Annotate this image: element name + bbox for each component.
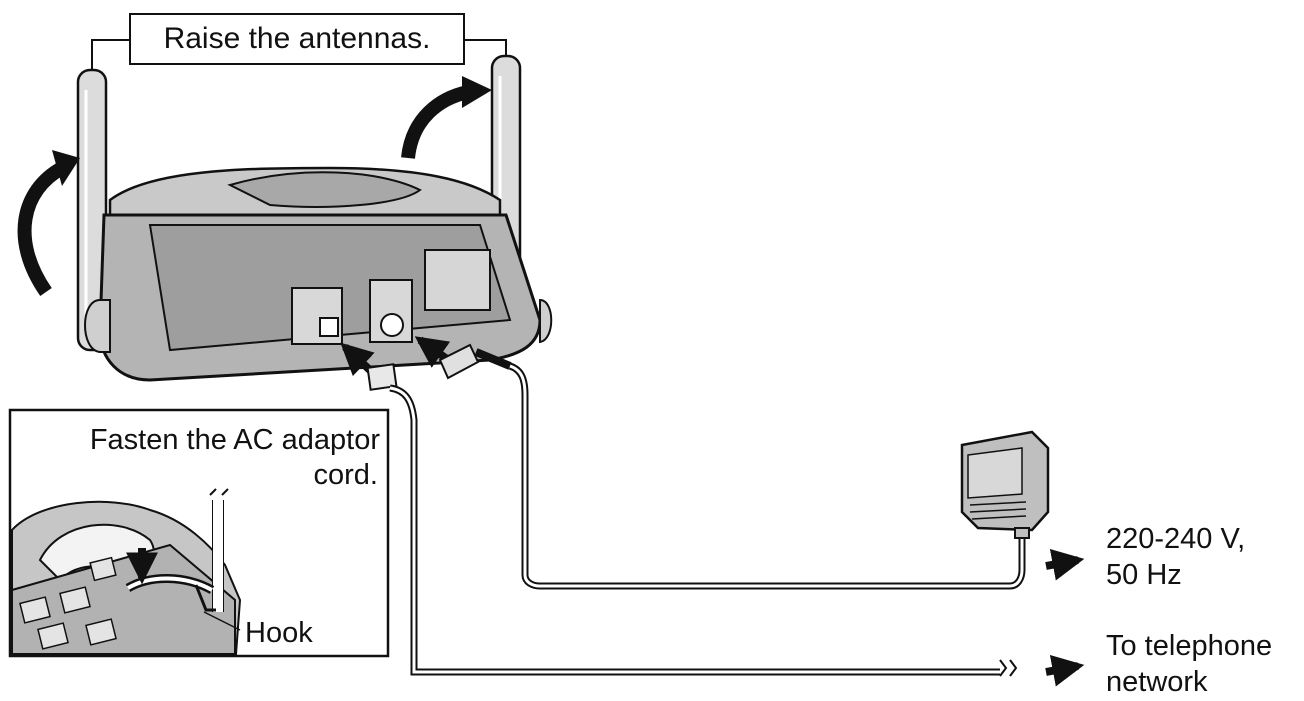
right-raise-arrow-icon — [401, 76, 492, 159]
telephone-network-line1: To telephone — [1106, 630, 1272, 662]
hook-icon — [194, 584, 216, 612]
power-outlet-arrow-icon — [1045, 548, 1085, 581]
ac-adaptor — [960, 430, 1050, 539]
left-raise-arrow-icon — [17, 150, 80, 296]
power-spec-line1: 220-240 V, — [1106, 523, 1245, 555]
inset-caption-line1: Fasten the AC adaptor — [90, 424, 381, 456]
telephone-line-jack — [291, 287, 343, 345]
dc-power-jack — [369, 279, 413, 343]
telephone-network-line2: network — [1106, 666, 1208, 698]
antenna-callout-text: Raise the antennas. — [164, 22, 431, 55]
antenna-callout: Raise the antennas. — [91, 13, 507, 78]
hook-label: Hook — [245, 617, 313, 649]
ac-adaptor-cord — [438, 343, 1026, 590]
telephone-network-arrow-icon — [1045, 654, 1085, 687]
left-antenna — [76, 68, 108, 352]
fasten-cord-inset: Fasten the AC adaptor cord. Hook — [8, 408, 390, 658]
antenna-callout-box — [129, 13, 465, 65]
inset-caption-line2: cord. — [314, 459, 378, 491]
telephone-cord — [366, 363, 1018, 677]
power-spec-line2: 50 Hz — [1106, 559, 1182, 591]
base-unit — [84, 166, 553, 382]
